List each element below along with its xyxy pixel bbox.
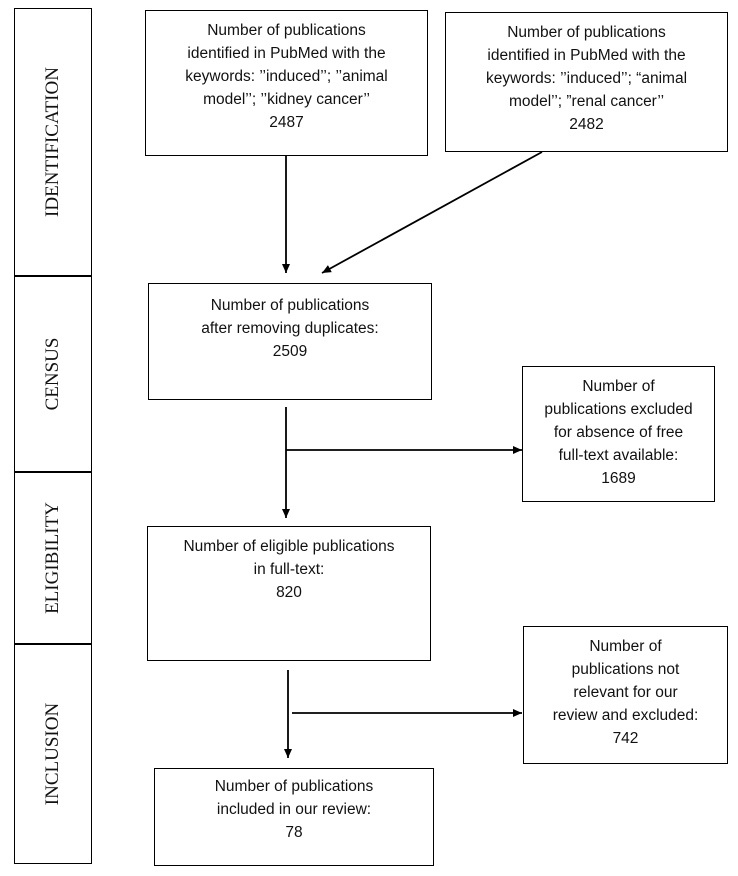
box-text-line: for absence of free xyxy=(553,424,684,441)
box-text-line: Number of publications xyxy=(207,22,366,39)
box-text-line: Number of publications xyxy=(214,778,374,795)
box-pubmed-renal-cancer: Number of publications identified in Pub… xyxy=(445,12,728,152)
box-text-line: full-text available: xyxy=(558,447,679,464)
box-text-line: Number of publications xyxy=(210,297,370,314)
box-count: 2509 xyxy=(272,343,308,360)
stage-identification: IDENTIFICATION xyxy=(14,8,92,276)
box-not-relevant-excluded: Number of publications not relevant for … xyxy=(523,626,728,764)
box-text-line: Number of eligible publications xyxy=(183,538,395,555)
box-count: 820 xyxy=(276,584,302,601)
box-count: 742 xyxy=(612,730,639,747)
box-pubmed-kidney-cancer: Number of publications identified in Pub… xyxy=(145,10,428,156)
box-text-line: keywords: ’’induced’’; ’’animal xyxy=(185,68,388,85)
box-text-line: keywords: ’’induced’’; “animal xyxy=(485,70,688,87)
box-excluded-no-free-fulltext: Number of publications excluded for abse… xyxy=(522,366,715,502)
box-text-line: Number of publications xyxy=(507,24,666,41)
stage-census: CENSUS xyxy=(14,276,92,472)
box-count: 78 xyxy=(285,824,303,841)
box-text-line: model’’; ’’kidney cancer’’ xyxy=(203,91,370,108)
box-text-line: review and excluded: xyxy=(552,707,699,724)
box-after-duplicates: Number of publications after removing du… xyxy=(148,283,432,400)
box-text-line: after removing duplicates: xyxy=(201,320,379,337)
box-text-line: publications excluded xyxy=(544,401,693,418)
box-count: 1689 xyxy=(601,470,636,487)
box-text-line: identified in PubMed with the xyxy=(187,45,386,62)
box-text-line: Number of xyxy=(589,638,662,655)
stage-inclusion: INCLUSION xyxy=(14,644,92,864)
box-text-line: Number of xyxy=(582,378,655,395)
stage-eligibility: ELIGIBILITY xyxy=(14,472,92,644)
arrow-renal-to-duplicates xyxy=(321,151,543,274)
box-included-in-review: Number of publications included in our r… xyxy=(154,768,434,866)
box-text-line: included in our review: xyxy=(216,801,372,818)
box-count: 2487 xyxy=(269,114,304,131)
box-text-line: identified in PubMed with the xyxy=(487,47,686,64)
box-eligible-publications: Number of eligible publications in full-… xyxy=(147,526,431,661)
box-text-line: model’’; ”renal cancer’’ xyxy=(508,93,665,110)
box-text-line: relevant for our xyxy=(573,684,678,701)
box-text-line: publications not xyxy=(571,661,680,678)
box-count: 2482 xyxy=(569,116,604,133)
box-text-line: in full-text: xyxy=(253,561,325,578)
